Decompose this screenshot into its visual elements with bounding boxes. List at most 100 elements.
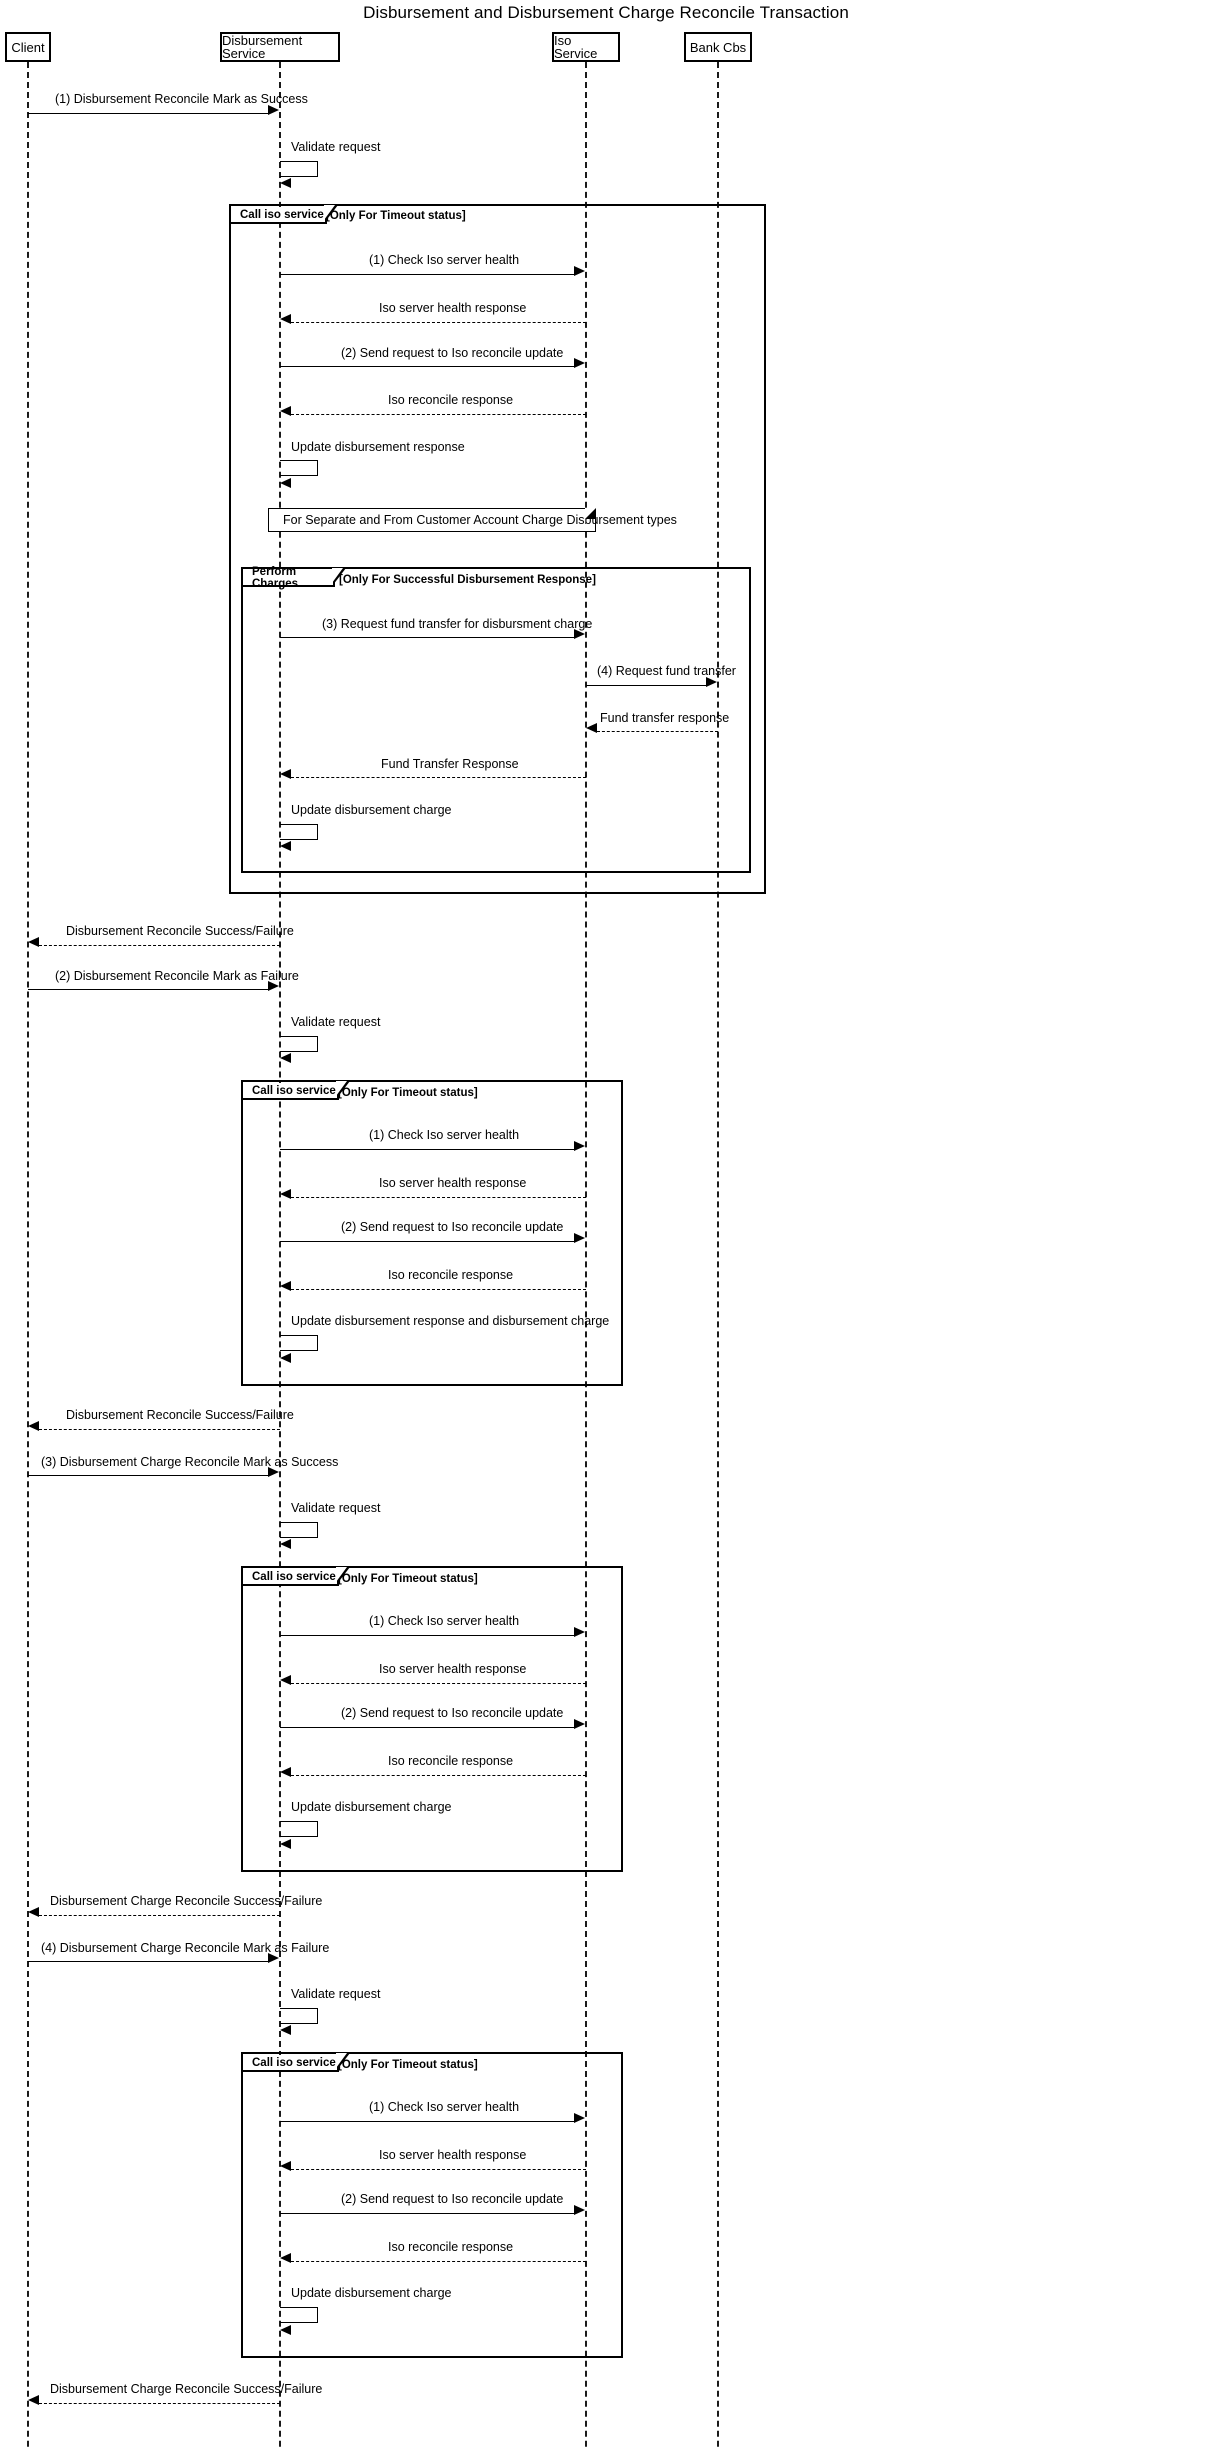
message-line-result-1 <box>39 944 280 946</box>
lifeline-label-iso: Iso Service <box>554 33 598 61</box>
message-label-m4: (4) Disbursement Charge Reconcile Mark a… <box>41 1940 330 1955</box>
message-label-send-reconcile-1: (2) Send request to Iso reconcile update <box>341 345 564 360</box>
message-line-check-health-3 <box>280 1634 575 1636</box>
message-line-send-reconcile-3 <box>280 1727 575 1729</box>
note-text: For Separate and From Customer Account C… <box>283 513 677 528</box>
message-line-send-reconcile-4 <box>280 2213 575 2215</box>
message-arrowhead-reconcile-resp-3 <box>280 1767 291 1777</box>
message-line-send-reconcile-1 <box>280 366 575 368</box>
self-call-validate-3 <box>280 1521 318 1538</box>
lifeline-header-disbursement[interactable]: Disbursement Service <box>220 32 340 62</box>
fragment-call-iso-service-2 <box>241 1080 623 1387</box>
fragment-label-call-iso-service-4: Call iso service <box>243 2053 350 2073</box>
message-label-update-resp-charge-2: Update disbursement response and disburs… <box>291 1314 610 1329</box>
lifeline-label-bank: Bank Cbs <box>689 39 747 55</box>
message-line-check-health-1 <box>280 273 575 275</box>
message-label-fund-transfer-resp: Fund transfer response <box>600 710 730 725</box>
message-line-check-health-2 <box>280 1148 575 1150</box>
message-label-send-reconcile-3: (2) Send request to Iso reconcile update <box>341 1706 564 1721</box>
message-label-health-resp-2: Iso server health response <box>379 1175 527 1190</box>
message-label-m1: (1) Disbursement Reconcile Mark as Succe… <box>55 92 308 107</box>
fragment-label-text: Call iso service <box>252 2056 336 2069</box>
fragment-guard-perform-charges: [Only For Successful Disbursement Respon… <box>339 573 596 586</box>
fragment-guard-call-iso-service-1: [Only For Timeout status] <box>326 210 466 223</box>
message-label-health-resp-3: Iso server health response <box>379 1661 527 1676</box>
lifeline-label-client: Client <box>11 39 45 55</box>
lifeline-label-disbursement: Disbursement Service <box>222 33 303 61</box>
message-line-m3 <box>28 1475 270 1477</box>
self-call-update-charge-4 <box>280 2307 318 2324</box>
message-line-check-health-4 <box>280 2120 575 2122</box>
fragment-call-iso-service-4 <box>241 2052 623 2359</box>
message-label-result-2: Disbursement Reconcile Success/Failure <box>66 1408 294 1423</box>
message-arrowhead-health-resp-1 <box>280 313 291 324</box>
message-label-validate-1: Validate request <box>291 140 381 155</box>
message-arrowhead-fund-transfer <box>706 677 717 688</box>
message-arrowhead-send-reconcile-2 <box>574 1233 585 1244</box>
message-label-check-health-4: (1) Check Iso server health <box>369 2100 520 2115</box>
lifeline-header-iso[interactable]: Iso Service <box>552 32 620 62</box>
message-label-update-charge-4: Update disbursement charge <box>291 2286 452 2301</box>
message-arrowhead-update-charge-3 <box>280 1838 291 1849</box>
message-arrowhead-result-1 <box>28 936 39 947</box>
message-arrowhead-m4 <box>268 1953 279 1964</box>
message-line-health-resp-1 <box>291 321 586 323</box>
message-arrowhead-send-reconcile-1 <box>574 358 585 369</box>
message-line-reconcile-resp-1 <box>291 414 586 416</box>
message-arrowhead-validate-3 <box>280 1539 291 1550</box>
message-arrowhead-health-resp-4 <box>280 2160 291 2171</box>
self-call-validate-4 <box>280 2007 318 2024</box>
message-arrowhead-validate-1 <box>280 178 291 189</box>
message-label-reconcile-resp-3: Iso reconcile response <box>388 1754 514 1769</box>
message-arrowhead-reconcile-resp-2 <box>280 1280 291 1291</box>
message-label-fund-transfer-charge: (3) Request fund transfer for disbursmen… <box>322 616 593 631</box>
message-label-health-resp-4: Iso server health response <box>379 2147 527 2162</box>
message-label-health-resp-1: Iso server health response <box>379 301 527 316</box>
message-arrowhead-update-resp-1 <box>280 477 291 488</box>
message-arrowhead-m1 <box>268 105 279 116</box>
message-line-m4 <box>28 1961 270 1963</box>
fragment-label-call-iso-service-1: Call iso service <box>231 205 338 224</box>
diagram-title: Disbursement and Disbursement Charge Rec… <box>363 3 849 22</box>
message-label-validate-4: Validate request <box>291 1986 381 2001</box>
message-line-send-reconcile-2 <box>280 1241 575 1243</box>
message-arrowhead-fund-transfer-resp-upper <box>280 769 291 780</box>
lifeline-disbursement <box>279 62 281 2449</box>
fragment-guard-call-iso-service-2: [Only For Timeout status] <box>338 1086 478 1099</box>
note-charge-types: For Separate and From Customer Account C… <box>268 508 677 533</box>
message-arrowhead-send-reconcile-3 <box>574 1719 585 1730</box>
message-line-fund-transfer <box>586 685 707 687</box>
message-line-result-4 <box>39 2402 280 2404</box>
message-label-update-charge-3: Update disbursement charge <box>291 1800 452 1815</box>
fragment-label-text: Call iso service <box>252 1084 336 1097</box>
message-arrowhead-fund-transfer-charge <box>574 629 585 640</box>
message-arrowhead-m2 <box>268 981 279 992</box>
message-arrowhead-check-health-2 <box>574 1140 585 1151</box>
message-arrowhead-validate-2 <box>280 1053 291 1064</box>
fragment-label-call-iso-service-3: Call iso service <box>243 1567 350 1587</box>
self-call-update-resp-charge-2 <box>280 1335 318 1352</box>
message-arrowhead-update-charge-4 <box>280 2324 291 2335</box>
fragment-call-iso-service-1 <box>229 203 766 894</box>
message-label-check-health-3: (1) Check Iso server health <box>369 1614 520 1629</box>
lifeline-header-bank[interactable]: Bank Cbs <box>684 32 752 62</box>
message-label-fund-transfer-resp-upper: Fund Transfer Response <box>381 756 519 771</box>
message-line-fund-transfer-resp-upper <box>291 777 586 779</box>
message-line-reconcile-resp-3 <box>291 1774 586 1776</box>
self-call-update-resp-1 <box>280 460 318 477</box>
message-line-health-resp-4 <box>291 2168 586 2170</box>
message-arrowhead-result-3 <box>28 1907 39 1918</box>
message-arrowhead-health-resp-3 <box>280 1674 291 1685</box>
message-label-reconcile-resp-1: Iso reconcile response <box>388 393 514 408</box>
lifeline-bank <box>717 62 719 2449</box>
message-line-result-3 <box>39 1915 280 1917</box>
fragment-call-iso-service-3 <box>241 1566 623 1873</box>
message-arrowhead-send-reconcile-4 <box>574 2205 585 2216</box>
message-label-check-health-2: (1) Check Iso server health <box>369 1128 520 1143</box>
fragment-label-text: Call iso service <box>240 208 324 221</box>
message-label-check-health-1: (1) Check Iso server health <box>369 253 520 268</box>
message-arrowhead-validate-4 <box>280 2025 291 2036</box>
lifeline-header-client[interactable]: Client <box>5 32 51 62</box>
fragment-guard-call-iso-service-3: [Only For Timeout status] <box>338 1572 478 1585</box>
